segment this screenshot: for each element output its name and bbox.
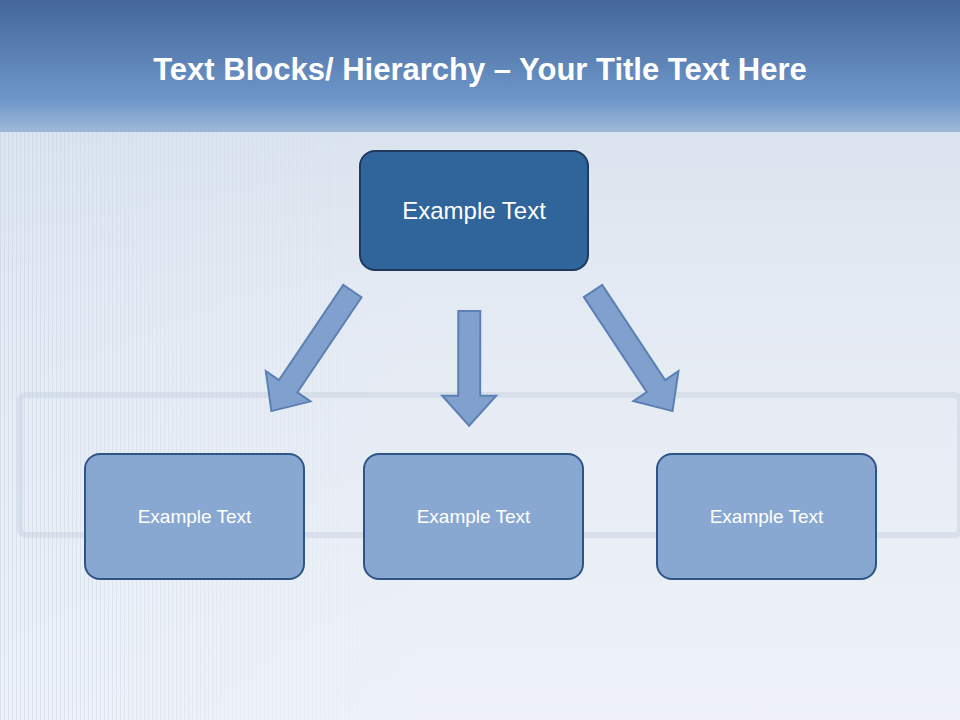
box-text: Example Text [402, 197, 546, 225]
block-arrow [584, 285, 679, 411]
child-box: Example Text [84, 453, 305, 580]
box-text: Example Text [710, 506, 824, 528]
screen-lines [0, 130, 420, 720]
child-box: Example Text [656, 453, 877, 580]
block-arrow [442, 311, 496, 426]
top-box: Example Text [359, 150, 589, 271]
child-box: Example Text [363, 453, 584, 580]
slide-title: Text Blocks/ Hierarchy – Your Title Text… [0, 52, 960, 88]
title-band [0, 0, 960, 132]
block-arrow [266, 285, 362, 411]
box-text: Example Text [417, 506, 531, 528]
box-text: Example Text [138, 506, 252, 528]
